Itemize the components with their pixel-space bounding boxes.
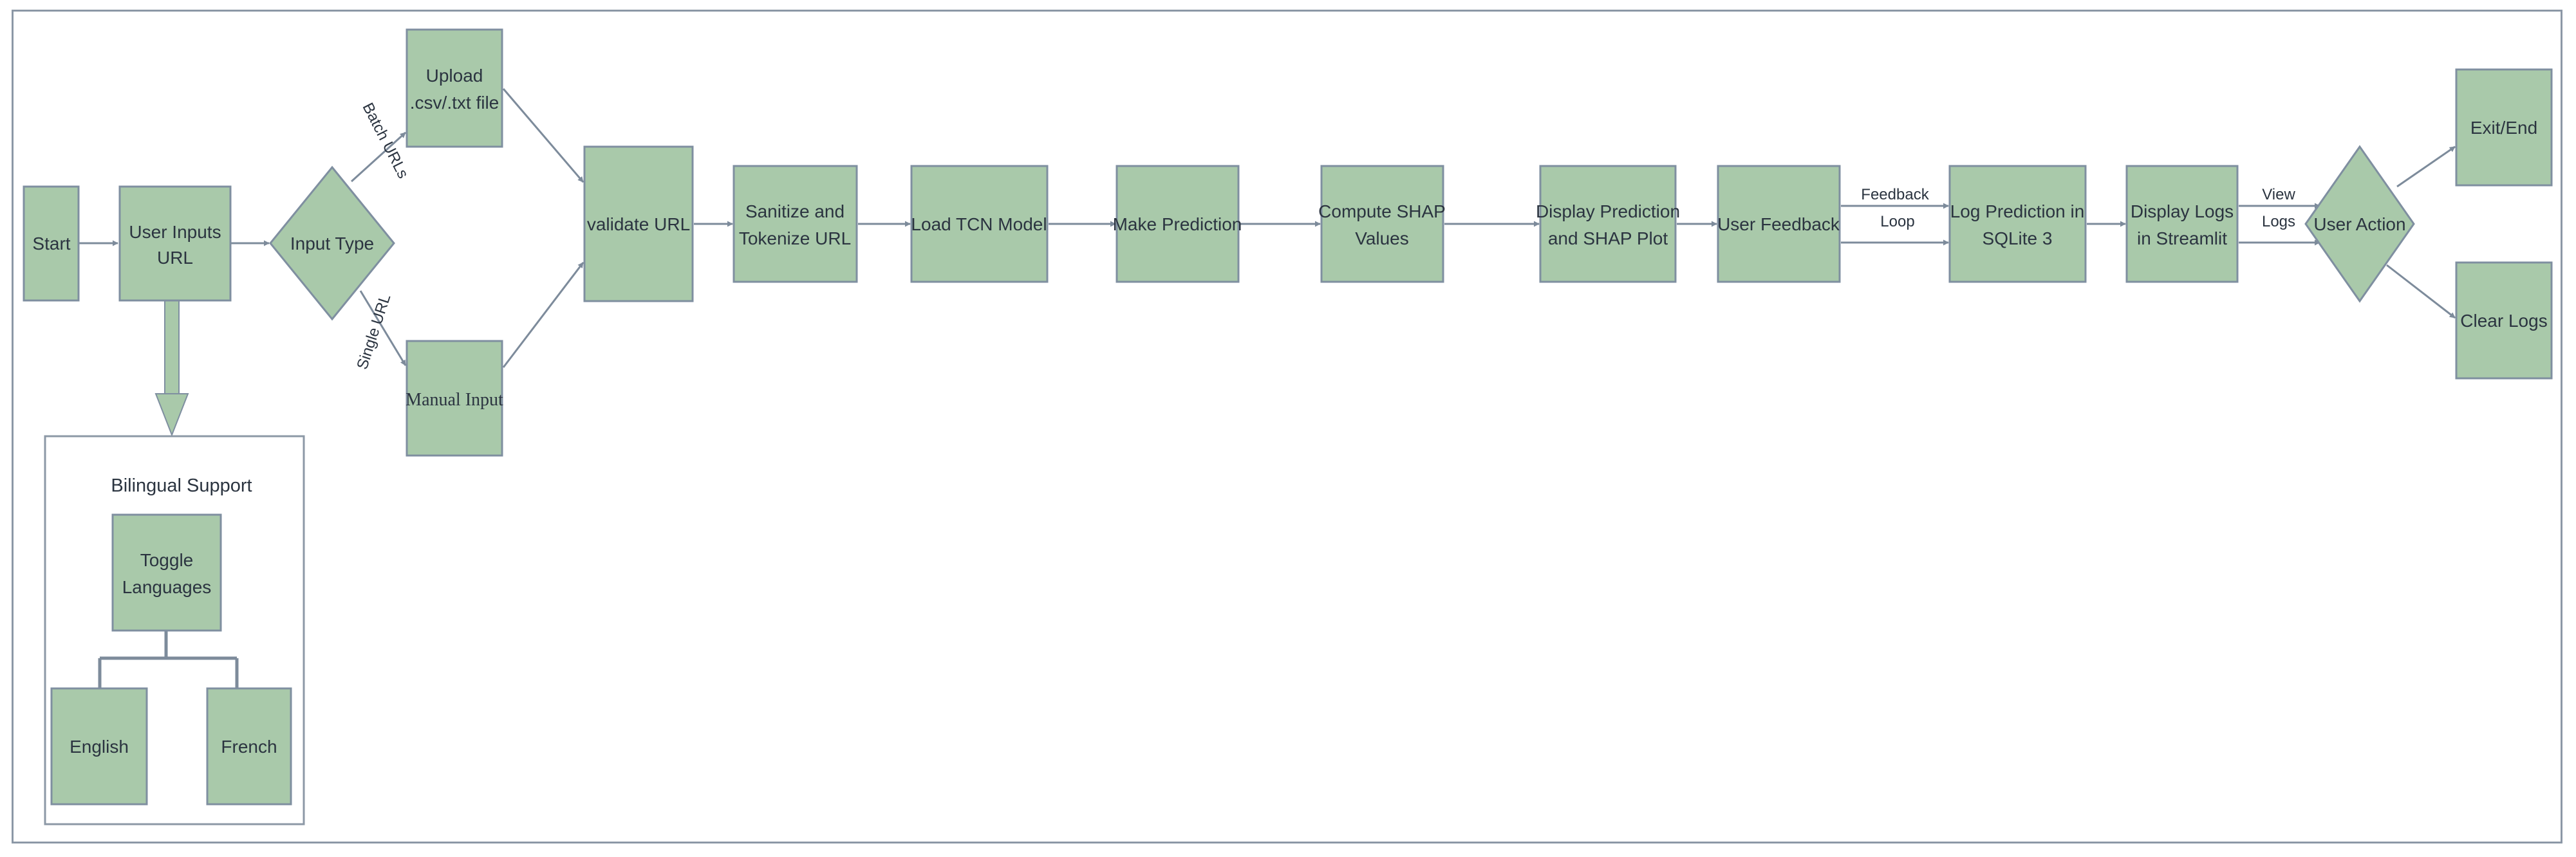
svg-text:Display Prediction: Display Prediction xyxy=(1536,201,1680,221)
svg-text:User Feedback: User Feedback xyxy=(1717,214,1840,234)
svg-text:Input Type: Input Type xyxy=(290,234,374,253)
node-user-action: User Action xyxy=(2304,145,2415,303)
svg-text:Clear Logs: Clear Logs xyxy=(2460,311,2547,331)
edge-user-inputs-to-bilingual xyxy=(154,300,189,437)
svg-text:Display Logs: Display Logs xyxy=(2131,201,2234,221)
node-sanitize: Sanitize and Tokenize URL xyxy=(733,165,858,283)
svg-text:Compute SHAP: Compute SHAP xyxy=(1318,201,1446,221)
node-display-logs: Display Logs in Streamlit xyxy=(2125,165,2239,283)
node-manual-input: Manual Input xyxy=(406,340,503,457)
edge-label-logs: Logs xyxy=(2262,213,2295,230)
svg-text:in Streamlit: in Streamlit xyxy=(2137,228,2227,248)
svg-text:Toggle: Toggle xyxy=(140,550,194,570)
edge-manual-to-validate xyxy=(502,262,584,368)
node-load-model: Load TCN Model xyxy=(910,165,1049,283)
svg-text:French: French xyxy=(221,737,277,757)
edge-input-type-to-manual xyxy=(359,290,407,366)
node-toggle-languages: Toggle Languages xyxy=(111,513,222,632)
node-english: English xyxy=(50,687,148,806)
node-user-feedback: User Feedback xyxy=(1717,165,1841,283)
svg-text:Log Prediction in: Log Prediction in xyxy=(1950,201,2085,221)
svg-text:Make Prediction: Make Prediction xyxy=(1113,214,1242,234)
svg-text:Languages: Languages xyxy=(122,577,212,597)
svg-text:User Inputs: User Inputs xyxy=(129,222,221,242)
bilingual-panel: Bilingual Support Toggle Languages Engli… xyxy=(44,435,305,825)
svg-text:validate URL: validate URL xyxy=(587,214,690,234)
svg-text:User Action: User Action xyxy=(2313,214,2405,234)
edge-input-type-to-upload xyxy=(350,131,407,183)
svg-text:Values: Values xyxy=(1355,228,1409,248)
node-make-prediction: Make Prediction xyxy=(1113,165,1242,283)
node-french: French xyxy=(206,687,292,806)
node-start: Start xyxy=(23,185,80,302)
edge-action-to-exit xyxy=(2396,145,2456,188)
svg-text:Upload: Upload xyxy=(426,66,483,86)
edge-label-view: View xyxy=(2262,186,2295,203)
svg-text:Manual Input: Manual Input xyxy=(406,390,503,410)
svg-text:Tokenize URL: Tokenize URL xyxy=(739,228,851,248)
svg-text:SQLite 3: SQLite 3 xyxy=(1983,228,2053,248)
edge-label-loop: Loop xyxy=(1880,213,1914,230)
bilingual-connectors xyxy=(98,631,239,688)
edge-action-to-clear xyxy=(2386,264,2456,319)
node-validate-url: validate URL xyxy=(583,145,694,302)
edge-label-feedback: Feedback xyxy=(1861,186,1929,203)
node-display-prediction: Display Prediction and SHAP Plot xyxy=(1536,165,1680,283)
svg-text:Exit/End: Exit/End xyxy=(2470,118,2537,138)
edges xyxy=(79,88,2456,368)
svg-text:.csv/.txt file: .csv/.txt file xyxy=(410,93,499,113)
node-start-label: Start xyxy=(32,234,70,253)
svg-text:Load TCN Model: Load TCN Model xyxy=(911,214,1047,234)
edge-label-batch: Batch URLs xyxy=(359,100,412,181)
node-input-type: Input Type xyxy=(269,165,395,321)
svg-text:Sanitize and: Sanitize and xyxy=(745,201,845,221)
svg-text:and SHAP Plot: and SHAP Plot xyxy=(1548,228,1668,248)
edge-label-single: Single URL xyxy=(353,292,394,372)
node-log-prediction: Log Prediction in SQLite 3 xyxy=(1948,165,2087,283)
node-user-inputs: User Inputs URL xyxy=(118,185,232,302)
node-compute-shap: Compute SHAP Values xyxy=(1318,165,1446,283)
svg-text:English: English xyxy=(70,737,129,757)
edge-upload-to-validate xyxy=(502,88,584,183)
svg-text:URL: URL xyxy=(157,248,193,268)
node-exit-end: Exit/End xyxy=(2455,68,2553,187)
bilingual-panel-title: Bilingual Support xyxy=(111,475,252,496)
diagram-frame xyxy=(12,10,2562,843)
node-clear-logs: Clear Logs xyxy=(2455,261,2553,380)
node-upload: Upload .csv/.txt file xyxy=(406,28,503,148)
